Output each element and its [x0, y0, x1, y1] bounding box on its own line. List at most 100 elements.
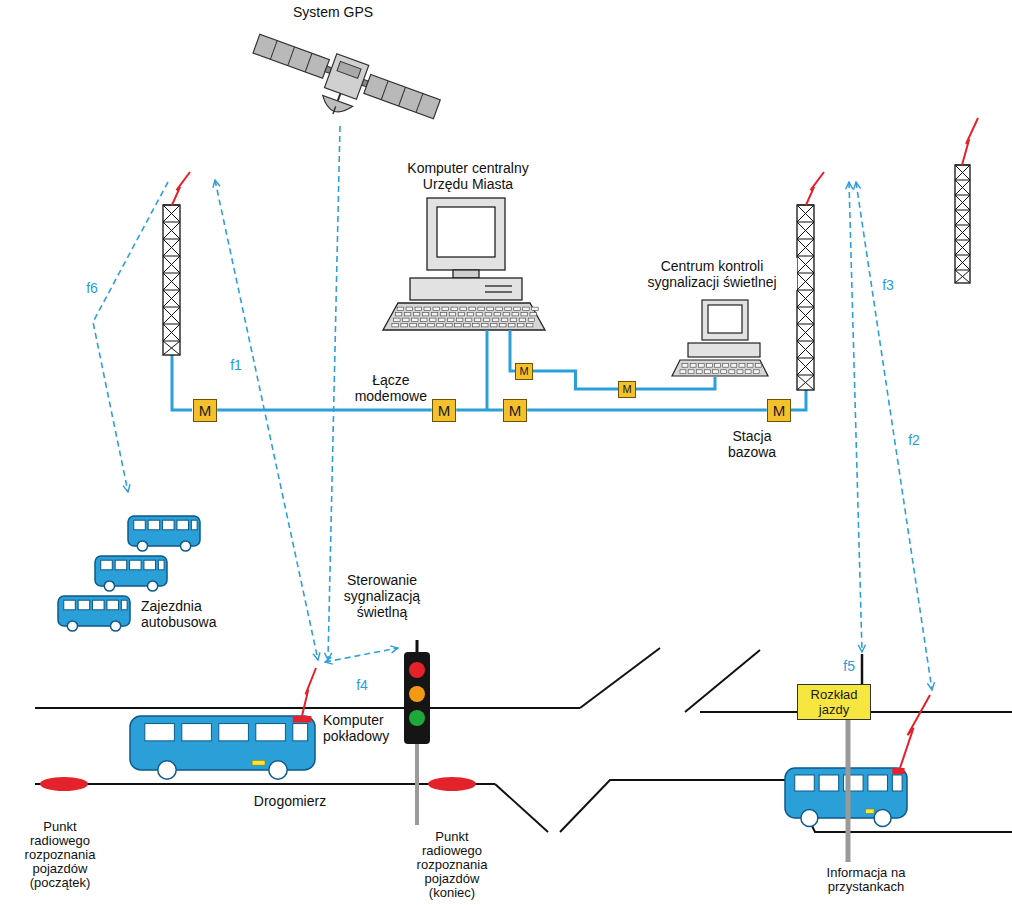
central-computer	[509, 324, 515, 327]
modem-wire	[172, 330, 806, 410]
radio-tower	[163, 205, 180, 355]
traffic-control-computer	[708, 305, 742, 333]
traffic-control-computer	[690, 363, 696, 367]
radio-tower	[163, 205, 180, 222]
radio-tower	[163, 324, 180, 325]
central-computer	[485, 291, 512, 292]
central-computer	[494, 313, 500, 316]
central-computer	[404, 313, 410, 316]
central-computer	[453, 270, 479, 278]
central-computer	[474, 318, 480, 321]
central-computer	[492, 318, 498, 321]
node-text: M	[519, 365, 528, 378]
bus	[866, 809, 875, 814]
traffic-control-computer	[729, 370, 735, 374]
antenna	[962, 118, 978, 165]
radio-tower	[955, 225, 970, 226]
radio-link	[325, 648, 398, 662]
link-label: f2	[907, 432, 921, 448]
traffic-control-computer	[672, 360, 768, 376]
radio-tower	[163, 205, 180, 222]
gps-satellite	[333, 107, 336, 115]
gps-satellite	[270, 41, 277, 60]
antenna	[302, 668, 316, 716]
radio-tower	[163, 307, 180, 324]
central-computer	[505, 307, 511, 310]
radio-tower	[797, 222, 814, 239]
radio-tower	[163, 239, 180, 256]
bus	[93, 600, 105, 610]
bus	[163, 520, 175, 530]
radio-tower	[955, 255, 970, 256]
central-computer	[395, 313, 401, 316]
central-computer	[458, 313, 464, 316]
central-computer	[410, 278, 522, 300]
radio-tower	[955, 210, 970, 211]
central-computer	[392, 307, 538, 327]
bus	[121, 600, 127, 610]
radio-tower	[163, 324, 180, 341]
radio-tower	[955, 180, 970, 181]
node-text: M	[199, 402, 212, 419]
radio-tower	[163, 222, 180, 223]
radio-tower	[797, 341, 814, 358]
traffic-control-computer	[688, 370, 694, 374]
radio-tower	[163, 290, 180, 291]
traffic-light	[404, 640, 430, 825]
bus	[145, 724, 175, 741]
central-computer	[476, 313, 482, 316]
caption-label: Stacja bazowa	[727, 428, 777, 460]
detection-point	[428, 777, 476, 791]
radio-link	[856, 182, 932, 690]
radio-tower	[797, 290, 814, 307]
central-computer	[483, 318, 489, 321]
radio-tower	[955, 210, 970, 225]
radio-tower	[797, 375, 814, 390]
bus	[101, 560, 113, 570]
detection-point	[40, 777, 476, 791]
central-computer	[447, 318, 453, 321]
radio-link	[93, 126, 932, 690]
gps-satellite	[364, 75, 440, 119]
radio-tower	[797, 290, 814, 291]
central-computer	[510, 318, 516, 321]
road	[580, 648, 660, 708]
road	[35, 648, 1012, 832]
radio-tower	[797, 256, 814, 257]
radio-tower	[163, 341, 180, 342]
detection-point	[40, 777, 88, 791]
modem-line	[527, 409, 767, 412]
central-computer	[521, 313, 527, 316]
traffic-control-computer	[706, 363, 712, 367]
bus	[177, 520, 189, 530]
central-computer	[430, 318, 436, 321]
radio-tower	[797, 307, 814, 324]
central-computer	[464, 324, 470, 327]
bus	[107, 600, 119, 610]
bus	[104, 581, 114, 591]
gps-satellite	[243, 27, 443, 147]
gps-satellite	[253, 34, 329, 78]
central-computer	[428, 324, 434, 327]
link-label: f3	[881, 277, 895, 293]
radio-tower	[163, 341, 180, 355]
central-computer	[482, 324, 488, 327]
radio-tower	[163, 324, 180, 341]
central-computer	[526, 324, 532, 327]
caption-label: Punkt radiowego rozpoznania pojazdów (po…	[24, 820, 97, 890]
radio-tower	[955, 195, 970, 210]
gps-satellite	[399, 87, 406, 106]
gps-satellite	[337, 61, 361, 78]
bus	[134, 520, 146, 530]
radio-tower	[163, 222, 180, 239]
bus-stop-pole	[846, 718, 851, 862]
traffic-light	[409, 662, 425, 678]
bus	[78, 600, 90, 610]
timetable-sign: Rozkład jazdy	[797, 684, 871, 720]
central-computer	[487, 307, 493, 310]
central-computer	[421, 318, 427, 321]
bus	[130, 716, 315, 779]
traffic-light	[415, 744, 419, 825]
radio-tower	[797, 273, 814, 274]
